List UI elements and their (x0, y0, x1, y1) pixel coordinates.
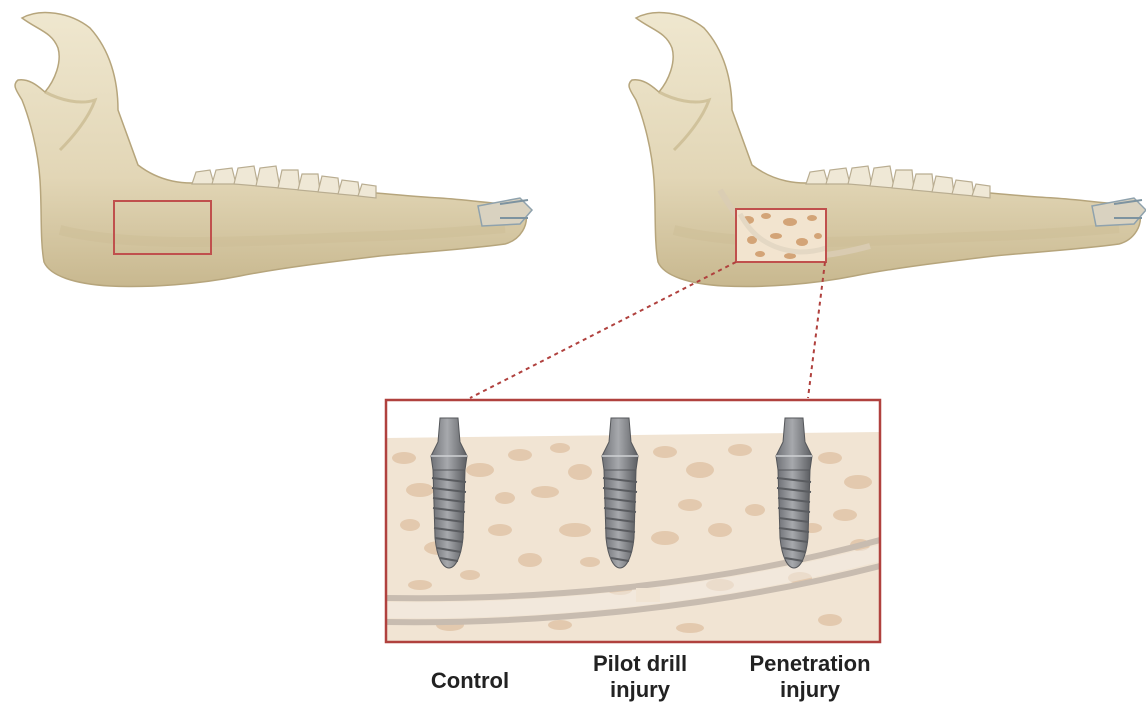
label-control: Control (410, 668, 530, 694)
label-pilot-drill-injury: Pilot drill injury (560, 651, 720, 703)
label-penetration-injury: Penetration injury (725, 651, 895, 703)
right-mandible (629, 13, 1146, 287)
left-mandible (15, 13, 532, 287)
right-trabecular-patch (736, 209, 826, 262)
